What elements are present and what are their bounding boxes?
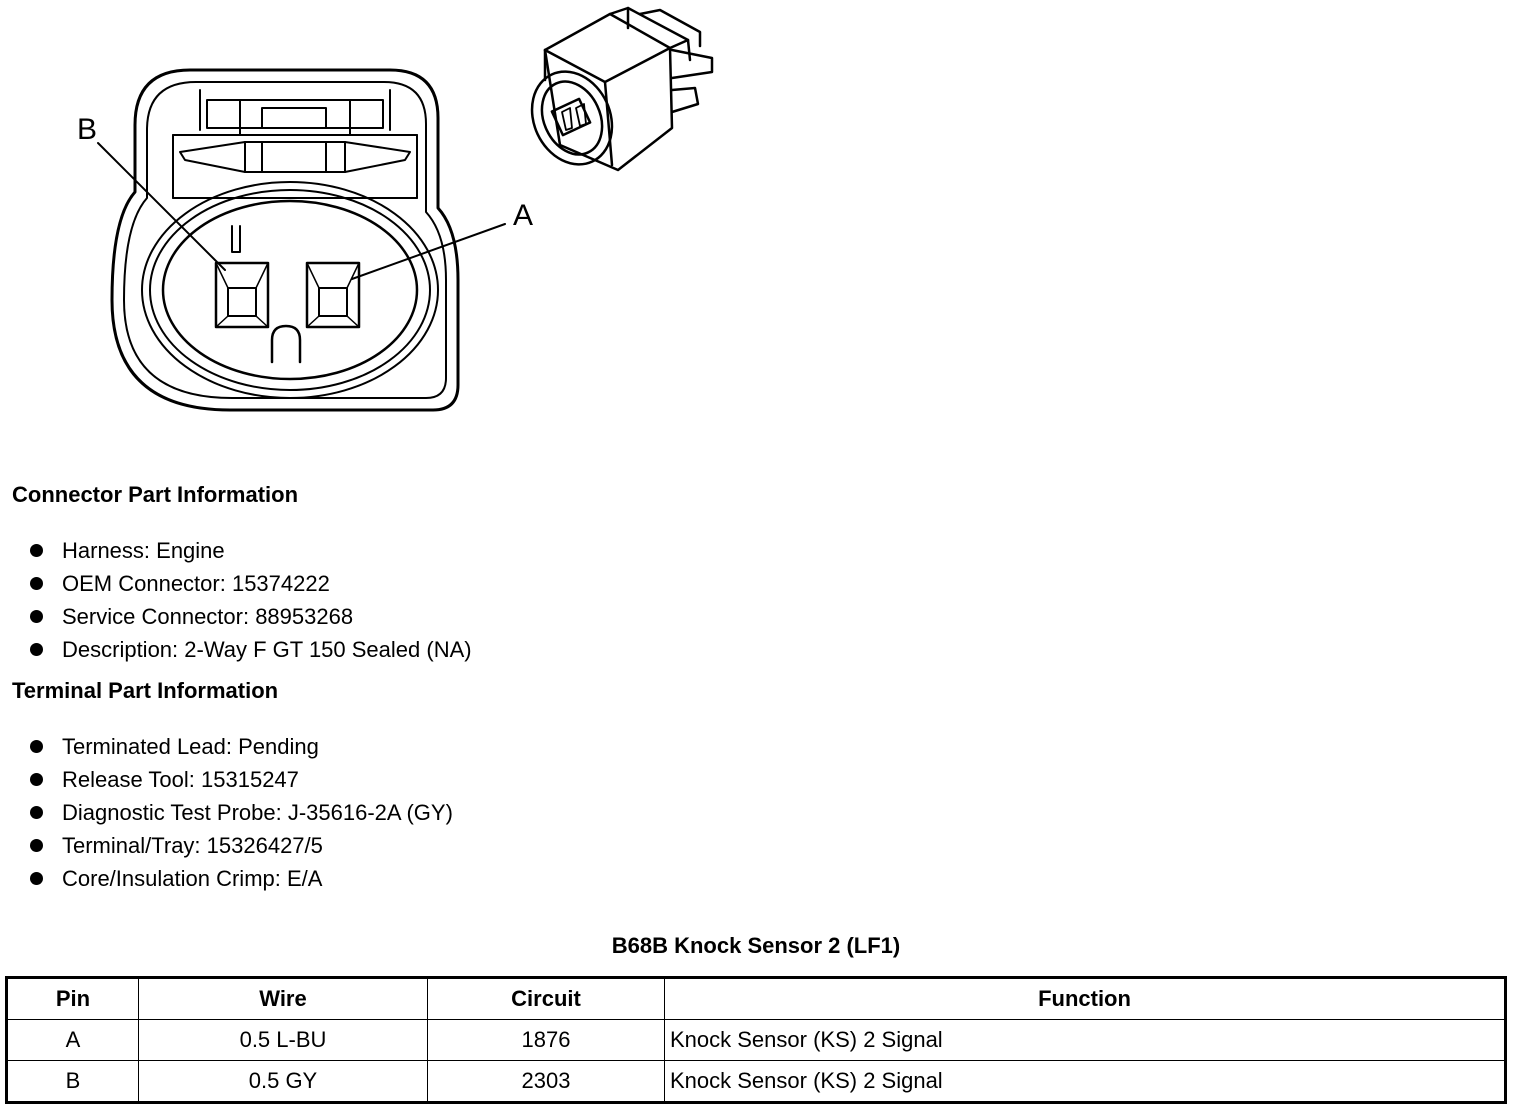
terminal-part-info-list: Terminated Lead: Pending Release Tool: 1… [0,730,453,895]
bullet-icon [30,740,43,753]
bullet-icon [30,773,43,786]
cell-wire: 0.5 L-BU [138,1019,428,1061]
list-item: Terminal/Tray: 15326427/5 [0,829,453,862]
cell-function: Knock Sensor (KS) 2 Signal [664,1019,1506,1061]
connector-part-info-list: Harness: Engine OEM Connector: 15374222 … [0,534,472,666]
column-header-wire: Wire [138,977,428,1020]
cell-wire: 0.5 GY [138,1060,428,1103]
list-item: Core/Insulation Crimp: E/A [0,862,453,895]
bullet-icon [30,544,43,557]
list-item: Diagnostic Test Probe: J-35616-2A (GY) [0,796,453,829]
list-item: Release Tool: 15315247 [0,763,453,796]
connector-face-drawing [97,6,714,412]
list-item: Harness: Engine [0,534,472,567]
connector-diagram: B A [0,0,760,430]
bullet-icon [30,643,43,656]
table-row: B 0.5 GY 2303 Knock Sensor (KS) 2 Signal [6,1060,1506,1103]
list-item: Terminated Lead: Pending [0,730,453,763]
cell-function: Knock Sensor (KS) 2 Signal [664,1060,1506,1103]
column-header-circuit: Circuit [427,977,665,1020]
list-item: Service Connector: 88953268 [0,600,472,633]
list-item: Description: 2-Way F GT 150 Sealed (NA) [0,633,472,666]
list-item-text: Terminated Lead: Pending [62,734,319,759]
list-item-text: Description: 2-Way F GT 150 Sealed (NA) [62,637,472,662]
table-header-row: Pin Wire Circuit Function [6,977,1506,1020]
pin-b-callout: B [77,113,98,146]
list-item: OEM Connector: 15374222 [0,567,472,600]
bullet-icon [30,872,43,885]
pin-table-title: B68B Knock Sensor 2 (LF1) [611,933,901,958]
list-item-text: Terminal/Tray: 15326427/5 [62,833,323,858]
pin-a-callout: A [513,199,534,232]
terminal-part-info-heading: Terminal Part Information [12,678,279,703]
list-item-text: Diagnostic Test Probe: J-35616-2A (GY) [62,800,453,825]
cell-circuit: 1876 [427,1019,665,1061]
bullet-icon [30,806,43,819]
list-item-text: Service Connector: 88953268 [62,604,354,629]
pin-table: Pin Wire Circuit Function A 0.5 L-BU 187… [5,976,1507,1104]
list-item-text: OEM Connector: 15374222 [62,571,330,596]
table-row: A 0.5 L-BU 1876 Knock Sensor (KS) 2 Sign… [6,1019,1506,1061]
list-item-text: Core/Insulation Crimp: E/A [62,866,323,891]
list-item-text: Harness: Engine [62,538,225,563]
cell-pin: B [6,1060,139,1103]
connector-part-info-heading: Connector Part Information [12,482,299,507]
cell-pin: A [6,1019,139,1061]
bullet-icon [30,610,43,623]
bullet-icon [30,839,43,852]
column-header-function: Function [664,977,1506,1020]
cell-circuit: 2303 [427,1060,665,1103]
bullet-icon [30,577,43,590]
list-item-text: Release Tool: 15315247 [62,767,299,792]
column-header-pin: Pin [6,977,139,1020]
